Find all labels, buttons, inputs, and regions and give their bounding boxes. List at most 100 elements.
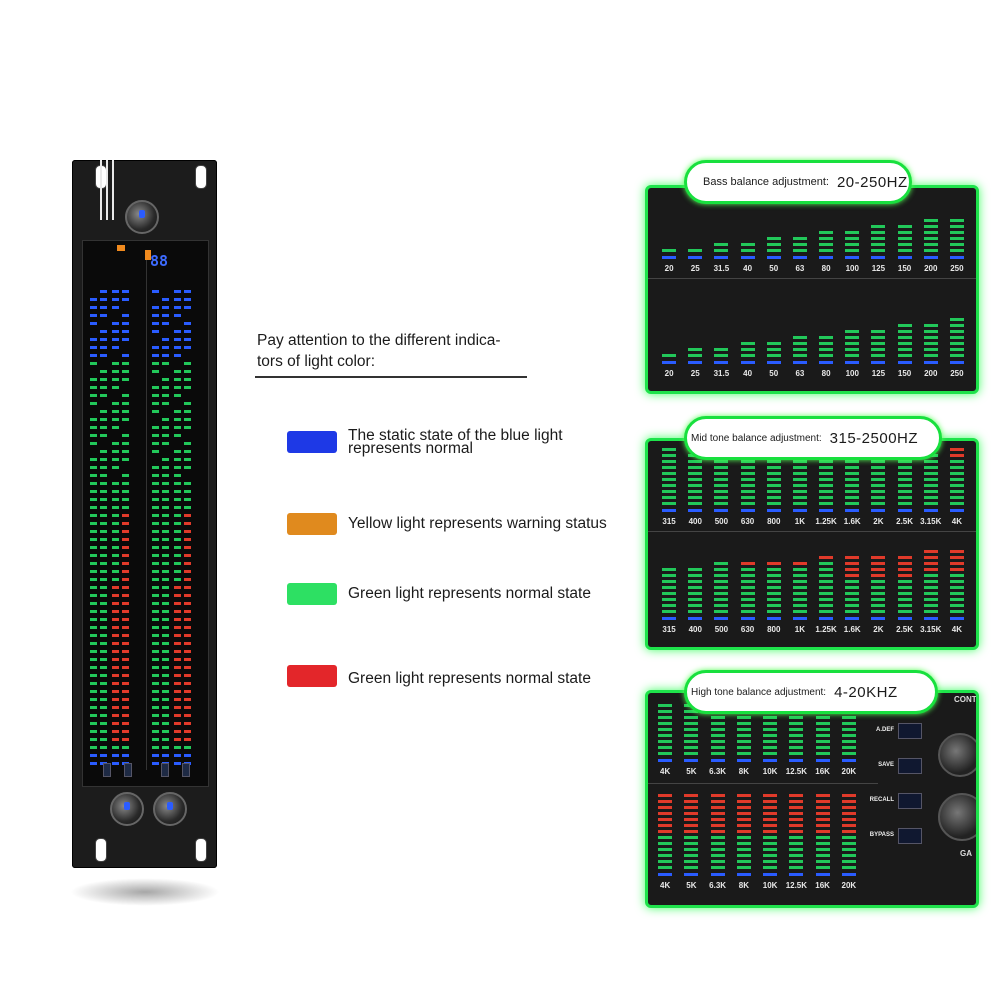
led-segment (174, 722, 181, 725)
led-segment (100, 546, 107, 549)
led-segment (152, 530, 159, 533)
led-segment (100, 586, 107, 589)
led-segment (162, 586, 169, 589)
led-segment (90, 530, 97, 533)
preset-button[interactable] (898, 828, 922, 844)
led-segment (792, 336, 807, 339)
led-segment (184, 330, 191, 333)
led-segment (740, 256, 755, 259)
led-segment (740, 490, 755, 493)
led-segment (162, 730, 169, 733)
channel-button[interactable] (124, 763, 132, 777)
led-segment (819, 562, 834, 565)
preset-button[interactable] (898, 723, 922, 739)
led-segment (152, 754, 159, 757)
led-segment (789, 812, 804, 815)
led-segment (740, 502, 755, 505)
led-segment (100, 522, 107, 525)
led-segment (122, 490, 129, 493)
led-segment (923, 324, 938, 327)
frequency-label: 4K (660, 767, 671, 776)
led-segment (792, 342, 807, 345)
channel-button[interactable] (182, 763, 190, 777)
led-segment (112, 442, 119, 445)
led-segment (162, 490, 169, 493)
led-segment (819, 478, 834, 481)
led-segment (684, 842, 699, 845)
led-segment (792, 354, 807, 357)
led-segment (789, 800, 804, 803)
led-segment (662, 454, 677, 457)
led-segment (789, 824, 804, 827)
frequency-label: 4K (660, 881, 671, 890)
led-segment (766, 496, 781, 499)
channel-button[interactable] (103, 763, 111, 777)
led-segment (949, 598, 964, 601)
led-segment (949, 490, 964, 493)
led-segment (90, 482, 97, 485)
led-segment (792, 568, 807, 571)
led-segment (112, 418, 119, 421)
led-segment (819, 348, 834, 351)
device-shadow (70, 878, 220, 906)
led-segment (112, 386, 119, 389)
led-segment (174, 338, 181, 341)
led-segment (162, 658, 169, 661)
led-segment (112, 642, 119, 645)
led-segment (122, 546, 129, 549)
led-segment (174, 626, 181, 629)
gain-knob[interactable] (938, 793, 976, 841)
led-segment (90, 514, 97, 517)
preset-button[interactable] (898, 793, 922, 809)
led-segment (662, 580, 677, 583)
led-segment (152, 578, 159, 581)
led-segment (845, 574, 860, 577)
led-segment (162, 522, 169, 525)
led-segment (792, 243, 807, 246)
led-segment (789, 752, 804, 755)
led-segment (897, 586, 912, 589)
led-segment (152, 554, 159, 557)
led-segment (789, 794, 804, 797)
led-segment (845, 478, 860, 481)
led-segment (923, 550, 938, 553)
led-segment (819, 617, 834, 620)
frequency-label: 2.5K (896, 517, 914, 526)
led-segment (112, 578, 119, 581)
led-segment (162, 434, 169, 437)
led-segment (736, 842, 751, 845)
led-segment (819, 568, 834, 571)
preset-button[interactable] (898, 758, 922, 774)
led-segment (122, 610, 129, 613)
led-segment (152, 690, 159, 693)
led-segment (949, 586, 964, 589)
led-segment (923, 568, 938, 571)
led-segment (162, 298, 169, 301)
led-segment (897, 556, 912, 559)
led-segment (792, 490, 807, 493)
led-segment (90, 690, 97, 693)
led-segment (658, 759, 673, 762)
led-segment (174, 650, 181, 653)
control-knob[interactable] (938, 733, 976, 777)
led-segment (841, 812, 856, 815)
led-segment (819, 509, 834, 512)
input-gain-knob[interactable] (110, 792, 144, 826)
led-segment (871, 472, 886, 475)
led-segment (789, 716, 804, 719)
led-segment (162, 306, 169, 309)
led-segment (122, 338, 129, 341)
led-segment (710, 794, 725, 797)
led-segment (897, 336, 912, 339)
led-segment (792, 484, 807, 487)
led-segment (792, 496, 807, 499)
legend-text: The static state of the blue light (348, 427, 563, 444)
led-segment (100, 298, 107, 301)
power-knob[interactable] (125, 200, 159, 234)
output-gain-knob[interactable] (153, 792, 187, 826)
led-segment (949, 556, 964, 559)
frequency-label: 20 (664, 264, 674, 273)
led-segment (688, 574, 703, 577)
channel-button[interactable] (161, 763, 169, 777)
led-segment (100, 530, 107, 533)
